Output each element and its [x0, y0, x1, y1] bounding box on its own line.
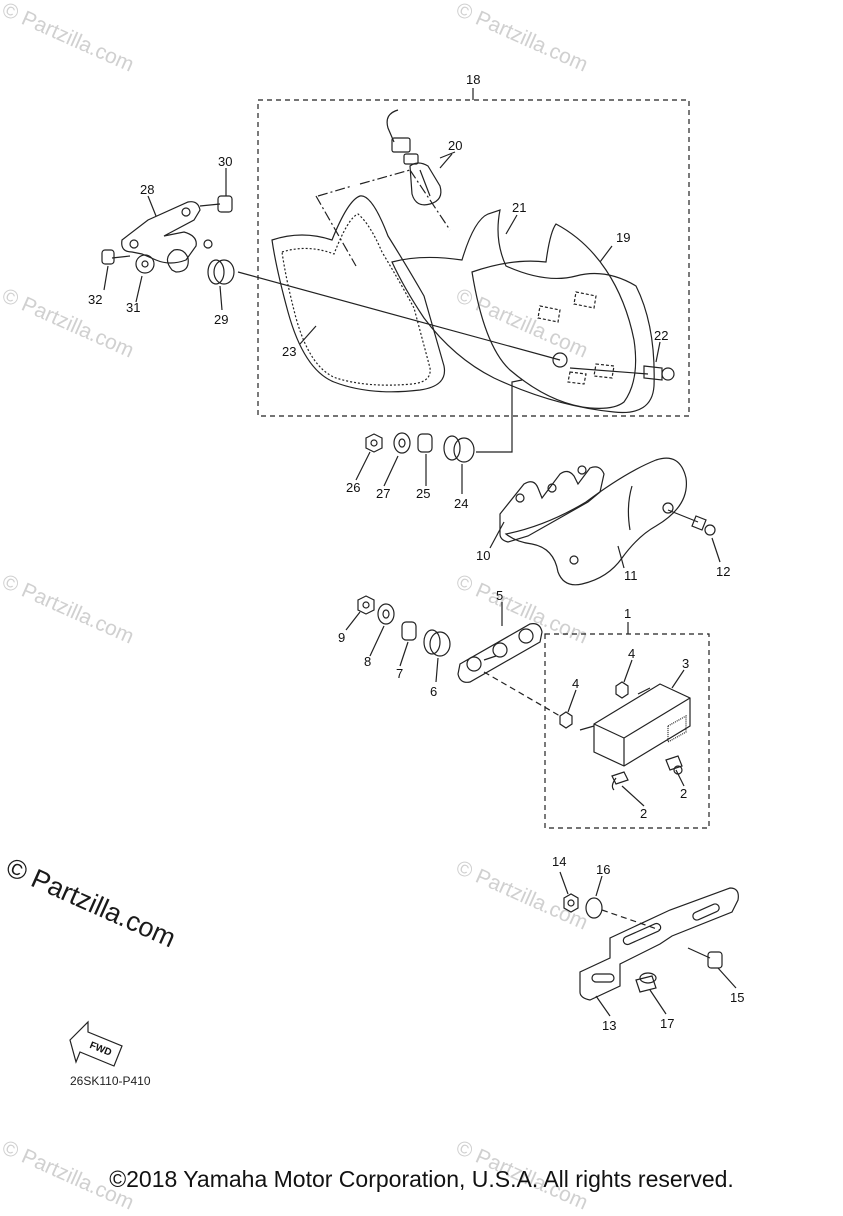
bulb-2a — [611, 771, 629, 791]
bracket-28 — [121, 201, 201, 264]
callout-1: 1 — [624, 606, 631, 621]
washer-27 — [393, 432, 411, 454]
callout-11: 11 — [624, 568, 638, 583]
nut-9 — [357, 595, 375, 615]
callout-28: 28 — [140, 182, 154, 197]
callout-8: 8 — [364, 654, 371, 669]
grommet-6 — [423, 629, 451, 657]
callout-9: 9 — [338, 630, 345, 645]
callout-16: 16 — [596, 862, 610, 877]
stay-10 — [499, 466, 605, 543]
grommet-29 — [207, 259, 235, 285]
callout-26: 26 — [346, 480, 360, 495]
callout-4b: 4 — [572, 676, 579, 691]
diagram-code: 26SK110-P410 — [70, 1074, 151, 1088]
bolt-30 — [199, 195, 233, 213]
assembly-box-18 — [257, 99, 690, 417]
assembly-box-1 — [544, 633, 710, 829]
callout-18: 18 — [466, 72, 480, 87]
housing-19 — [471, 223, 637, 409]
callout-23: 23 — [282, 344, 296, 359]
cover-11 — [504, 457, 688, 586]
bulb-2b — [665, 755, 683, 775]
callout-2a: 2 — [680, 786, 687, 801]
callout-12: 12 — [716, 564, 730, 579]
lens-21 — [391, 209, 655, 414]
fwd-label: FWD — [88, 1040, 113, 1059]
callout-7: 7 — [396, 666, 403, 681]
callout-31: 31 — [126, 300, 140, 315]
callout-17: 17 — [660, 1016, 674, 1031]
callout-14: 14 — [552, 854, 566, 869]
washer-8 — [377, 603, 395, 625]
callout-22: 22 — [654, 328, 668, 343]
copyright-notice: ©2018 Yamaha Motor Corporation, U.S.A. A… — [109, 1166, 734, 1192]
gasket-5 — [457, 623, 543, 683]
nut-14 — [563, 893, 579, 913]
grommet-24 — [443, 435, 475, 463]
callout-19: 19 — [616, 230, 630, 245]
callout-29: 29 — [214, 312, 228, 327]
collar-25 — [417, 433, 433, 453]
nut-26 — [365, 433, 383, 453]
washer-31 — [135, 254, 155, 274]
callout-10: 10 — [476, 548, 490, 563]
callout-25: 25 — [416, 486, 430, 501]
callout-2b: 2 — [640, 806, 647, 821]
gasket-23 — [271, 195, 446, 393]
callout-27: 27 — [376, 486, 390, 501]
callout-30: 30 — [218, 154, 232, 169]
screw-12 — [667, 509, 716, 536]
callout-5: 5 — [496, 588, 503, 603]
callout-3: 3 — [682, 656, 689, 671]
callout-20: 20 — [448, 138, 462, 153]
callout-6: 6 — [430, 684, 437, 699]
lamp-unit-3 — [579, 683, 691, 767]
callout-4a: 4 — [628, 646, 635, 661]
grommet-17 — [635, 972, 657, 993]
bulb-socket-20 — [386, 109, 442, 206]
fwd-arrow-icon — [69, 1020, 123, 1067]
bolt-15 — [687, 947, 723, 969]
nut-4a — [559, 711, 573, 729]
callout-15: 15 — [730, 990, 744, 1005]
screw-22 — [569, 365, 675, 381]
callout-13: 13 — [602, 1018, 616, 1033]
nut-4b — [615, 681, 629, 699]
callout-32: 32 — [88, 292, 102, 307]
callout-24: 24 — [454, 496, 468, 511]
bolt-32 — [101, 249, 131, 265]
callout-21: 21 — [512, 200, 526, 215]
collar-7 — [401, 621, 417, 641]
washer-16 — [585, 897, 603, 919]
bracket-13 — [579, 887, 739, 1001]
